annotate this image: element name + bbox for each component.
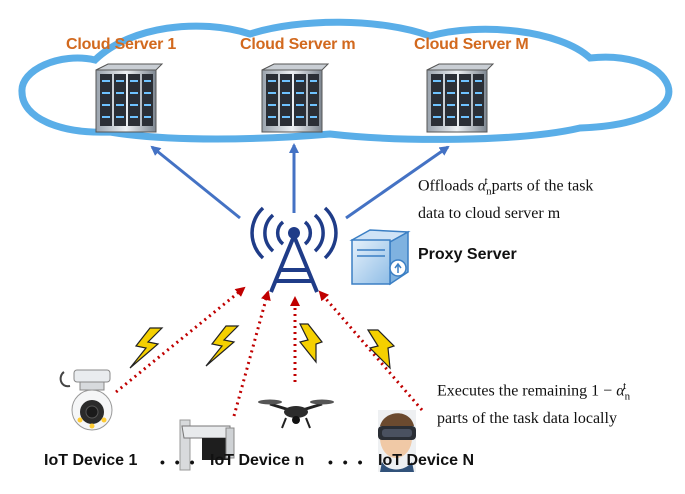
alpha-subscript: n	[486, 185, 492, 198]
offload-note: Offloads αnt parts of the task data to c…	[418, 170, 593, 225]
lightning-icon-1	[129, 327, 164, 369]
proxy-server-label: Proxy Server	[418, 246, 517, 263]
ellipsis-separator-2: • • •	[328, 454, 366, 470]
lightning-icon-3	[298, 323, 323, 364]
cloud-server-m-label: Cloud Server m	[240, 36, 356, 53]
offload-note-suffix: parts of the task	[487, 177, 594, 195]
device-arrow-n	[232, 290, 271, 417]
cloud-server-m-icon	[261, 63, 330, 133]
alpha-subscript-local: n	[624, 390, 631, 403]
alpha-symbol-local: α	[616, 382, 625, 400]
lightning-icon-4	[366, 329, 396, 370]
drone-icon	[258, 399, 334, 429]
cloud-server-1-label: Cloud Server 1	[66, 36, 177, 53]
proxy-server-icon	[349, 229, 411, 286]
vr-headset-user-icon	[378, 410, 416, 472]
offload-note-prefix: Offloads	[418, 177, 478, 195]
base-station-icon	[250, 206, 338, 293]
local-note-line2: parts of the task data locally	[437, 409, 617, 427]
cloud-server-M-icon	[426, 63, 495, 133]
lightning-icon-2	[205, 325, 240, 367]
iot-device-1-label: IoT Device 1	[44, 452, 138, 469]
local-note-prefix: Executes the remaining 1 −	[437, 382, 617, 400]
bullet-camera-icon	[179, 419, 235, 471]
iot-device-n-label: IoT Device n	[210, 452, 305, 469]
ellipsis-separator-1: • • •	[160, 454, 198, 470]
device-arrow-N	[318, 290, 424, 411]
cloud-server-M-label: Cloud Server M	[414, 36, 529, 53]
alpha-symbol: α	[477, 177, 487, 195]
alpha-superscript: t	[484, 175, 488, 187]
dome-camera-icon	[59, 369, 113, 431]
uplink-arrow-M	[345, 145, 450, 220]
local-execution-note: Executes the remaining 1 − αnt parts of …	[437, 375, 630, 430]
iot-device-N-label: IoT Device N	[378, 452, 475, 469]
offload-note-line2: data to cloud server m	[418, 204, 561, 222]
uplink-arrow-1	[150, 145, 241, 220]
alpha-superscript-local: t	[623, 380, 627, 392]
cloud-server-1-icon	[95, 63, 164, 133]
cloud-shape	[18, 18, 673, 143]
